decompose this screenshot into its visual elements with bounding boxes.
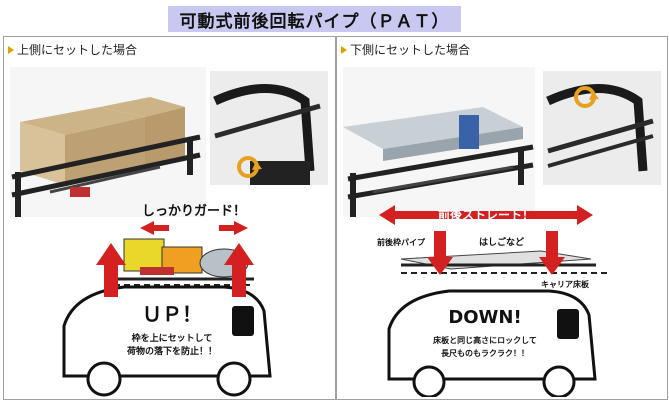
panel-upper-setting: 上側にセットした場合 しっ [3,36,336,400]
caption-lower-line1: 床板と同じ高さにロックして [433,335,537,345]
label-ladder: はしごなど [479,236,524,248]
photo-pipe-closeup-upper [210,71,328,185]
label-carrier-floor: キャリア床板 [541,279,590,289]
label-frame-pipe: 前後枠パイプ [377,237,426,247]
bullet-triangle-icon [341,45,347,54]
down-arrow-left-icon [434,231,446,259]
guard-arrow-right-icon [219,221,248,235]
down-arrow-right-icon [546,231,558,259]
panel-header-lower: 下側にセットした場合 [341,41,470,58]
down-label: DOWN! [448,307,521,328]
panel-header-upper: 上側にセットした場合 [8,41,137,58]
up-arrow-left-icon [104,261,118,297]
straight-arrow-icon [379,205,593,225]
diagram-lower: 前後ストレート！ 前後枠パイプ はしごなど キャリア床板 DOWN! 床板と同じ… [371,201,651,399]
guard-arrow-left-icon [140,221,169,235]
caption-lower-line2: 長尺ものもラクラク！！ [441,348,529,358]
diagram-upper: しっかりガード！ ＵＰ！ 枠を上にセットして 荷物の落下を防止！！ [44,201,304,397]
page-title: 可動式前後回転パイプ（ＰＡＴ） [168,6,461,32]
banner-upper: しっかりガード！ [142,204,246,219]
photo-rack-with-boxes [10,67,206,217]
up-arrow-right-icon [232,261,246,297]
banner-lower: 前後ストレート！ [438,207,534,222]
up-label: ＵＰ！ [142,302,202,326]
caption-upper-line2: 荷物の落下を防止！！ [126,345,217,357]
panel-header-upper-label: 上側にセットした場合 [17,43,138,57]
photo-pipe-closeup-lower [543,71,661,185]
panel-lower-setting: 下側にセットした場合 前後ストレート！ 前 [336,36,668,400]
photo-rack-with-ladder [343,67,535,217]
bullet-triangle-icon [8,45,14,54]
caption-upper-line1: 枠を上にセットして [131,332,213,344]
panel-header-lower-label: 下側にセットした場合 [350,43,471,57]
